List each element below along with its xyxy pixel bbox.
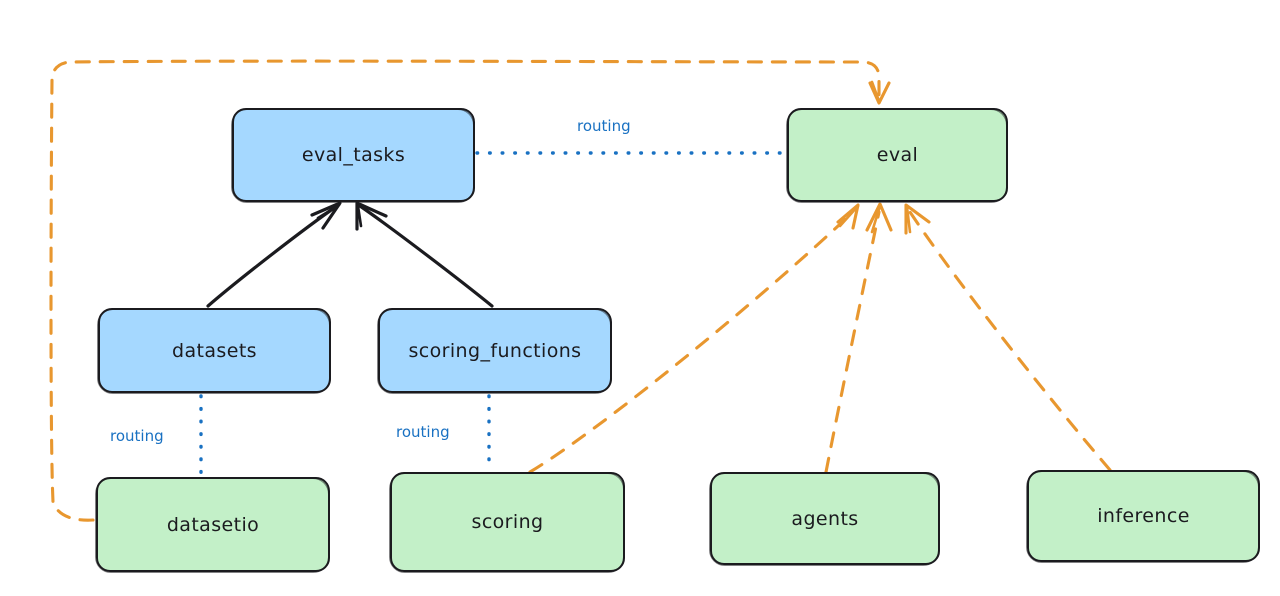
node-datasetio[interactable]: datasetio xyxy=(95,477,330,573)
node-scoring[interactable]: scoring xyxy=(389,472,625,573)
edge-scoring_functions-eval_tasks xyxy=(355,201,494,308)
node-label: datasets xyxy=(172,339,257,362)
node-label: scoring xyxy=(471,511,544,533)
node-label: datasetio xyxy=(166,513,260,536)
node-label: eval xyxy=(876,144,919,166)
edge-label-routing-eval-tasks: routing xyxy=(577,117,631,135)
node-label: inference xyxy=(1097,505,1190,527)
edge-label-routing-datasets: routing xyxy=(110,427,164,445)
node-scoring-functions[interactable]: scoring_functions xyxy=(377,308,612,394)
node-datasets[interactable]: datasets xyxy=(97,308,331,394)
edge-inference-eval xyxy=(904,203,1112,472)
node-eval-tasks[interactable]: eval_tasks xyxy=(231,108,475,203)
edge-datasets-eval_tasks xyxy=(206,201,342,308)
node-inference[interactable]: inference xyxy=(1026,470,1260,563)
node-label: scoring_functions xyxy=(408,339,582,362)
edge-agents-eval xyxy=(824,202,893,474)
node-eval[interactable]: eval xyxy=(786,108,1008,203)
edge-label-routing-scoring-functions: routing xyxy=(396,423,450,441)
node-agents[interactable]: agents xyxy=(709,472,940,566)
node-label: eval_tasks xyxy=(301,144,406,166)
node-label: agents xyxy=(791,507,859,530)
